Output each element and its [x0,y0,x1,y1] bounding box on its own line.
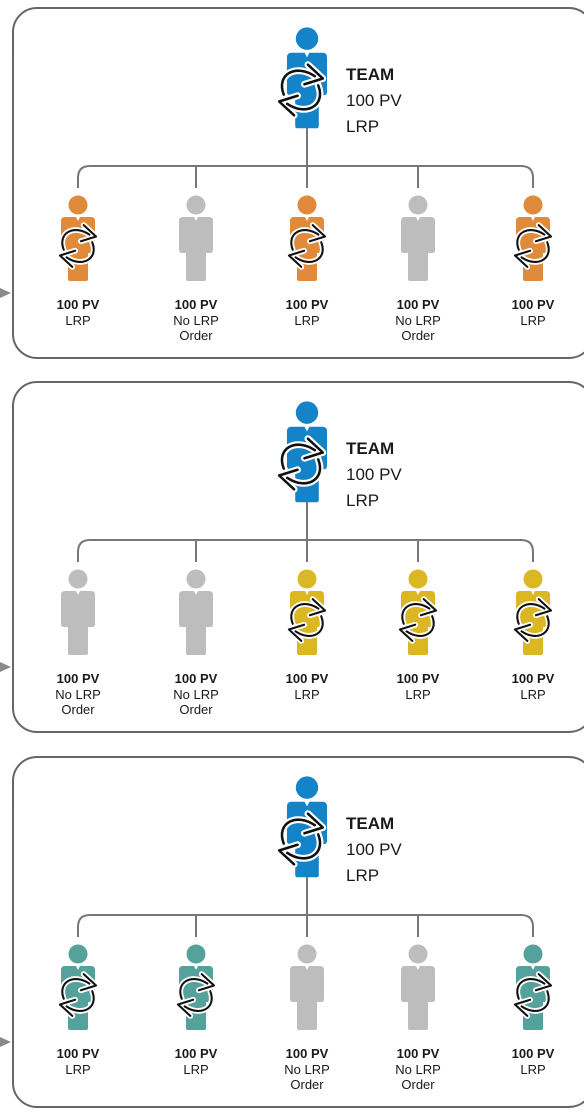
member-status: LRP [520,687,545,702]
panel-border [12,756,584,1108]
member-status: LRP [65,1062,90,1077]
triangle-right-icon [0,1037,11,1047]
member-pv: 100 PV [512,671,555,686]
member-status: LRP [294,687,319,702]
panel-border [12,7,584,359]
member-pv: 100 PV [57,671,100,686]
member-pv: 100 PV [397,1046,440,1061]
member-status: LRP [405,687,430,702]
member-pv: 100 PV [397,671,440,686]
member-pv: 100 PV [57,297,100,312]
team-pv: 100 PV [346,840,402,859]
member-status: Order [401,328,435,343]
member-pv: 100 PV [286,297,329,312]
triangle-right-icon [0,662,11,672]
member-status: Order [179,702,213,717]
team-status: LRP [346,491,379,510]
member-status: No LRP [284,1062,330,1077]
member-pv: 100 PV [512,1046,555,1061]
member-status: LRP [183,1062,208,1077]
member-pv: 100 PV [512,297,555,312]
member-status: LRP [65,313,90,328]
member-status: LRP [294,313,319,328]
member-status: LRP [520,1062,545,1077]
team-status: LRP [346,866,379,885]
member-pv: 100 PV [286,671,329,686]
member-status: No LRP [55,687,101,702]
member-status: No LRP [173,313,219,328]
member-status: No LRP [395,1062,441,1077]
member-status: Order [401,1077,435,1092]
team-title: TEAM [346,439,394,458]
member-pv: 100 PV [175,1046,218,1061]
member-pv: 100 PV [175,671,218,686]
member-status: Order [179,328,213,343]
team-pv: 100 PV [346,91,402,110]
member-status: LRP [520,313,545,328]
team-title: TEAM [346,65,394,84]
team-title: TEAM [346,814,394,833]
member-pv: 100 PV [397,297,440,312]
team-status: LRP [346,117,379,136]
panel-border [12,381,584,733]
member-status: Order [290,1077,324,1092]
connector-lines [77,103,534,188]
member-pv: 100 PV [286,1046,329,1061]
member-pv: 100 PV [175,297,218,312]
member-pv: 100 PV [57,1046,100,1061]
triangle-right-icon [0,288,11,298]
member-status: No LRP [173,687,219,702]
team-pv: 100 PV [346,465,402,484]
member-status: No LRP [395,313,441,328]
member-status: Order [61,702,95,717]
